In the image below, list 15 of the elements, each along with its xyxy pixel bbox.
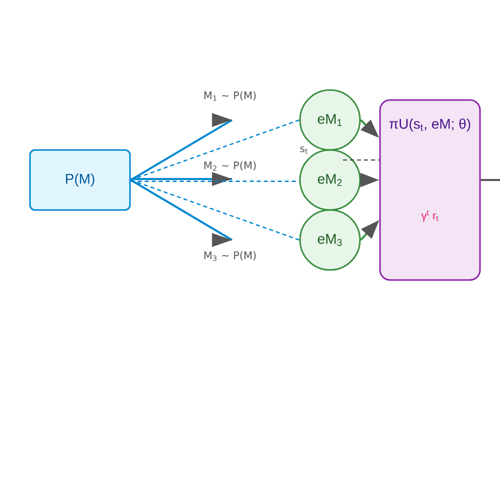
formula-text: πU(s$_{t}$, eM; θ)	[389, 118, 470, 132]
edge-label: M$_{2}$ ∼ P(M)	[202, 160, 258, 172]
dashed-line	[130, 180, 300, 182]
dashed-line	[343, 159, 380, 161]
arrow	[130, 172, 232, 186]
rounded-box: P(M)	[29, 149, 131, 211]
edge-label: M$_{3}$ ∼ P(M)	[202, 250, 258, 262]
arrow	[130, 179, 233, 247]
reward-text: γ$^{t}$ r$_{t}$	[421, 210, 438, 222]
edge-label: M$_{1}$ ∼ P(M)	[202, 90, 258, 102]
line	[480, 179, 500, 181]
dashed-line	[130, 179, 300, 241]
circle-node: eM$_{3}$	[299, 209, 361, 271]
arrow	[130, 113, 233, 181]
dashed-line	[130, 119, 300, 181]
